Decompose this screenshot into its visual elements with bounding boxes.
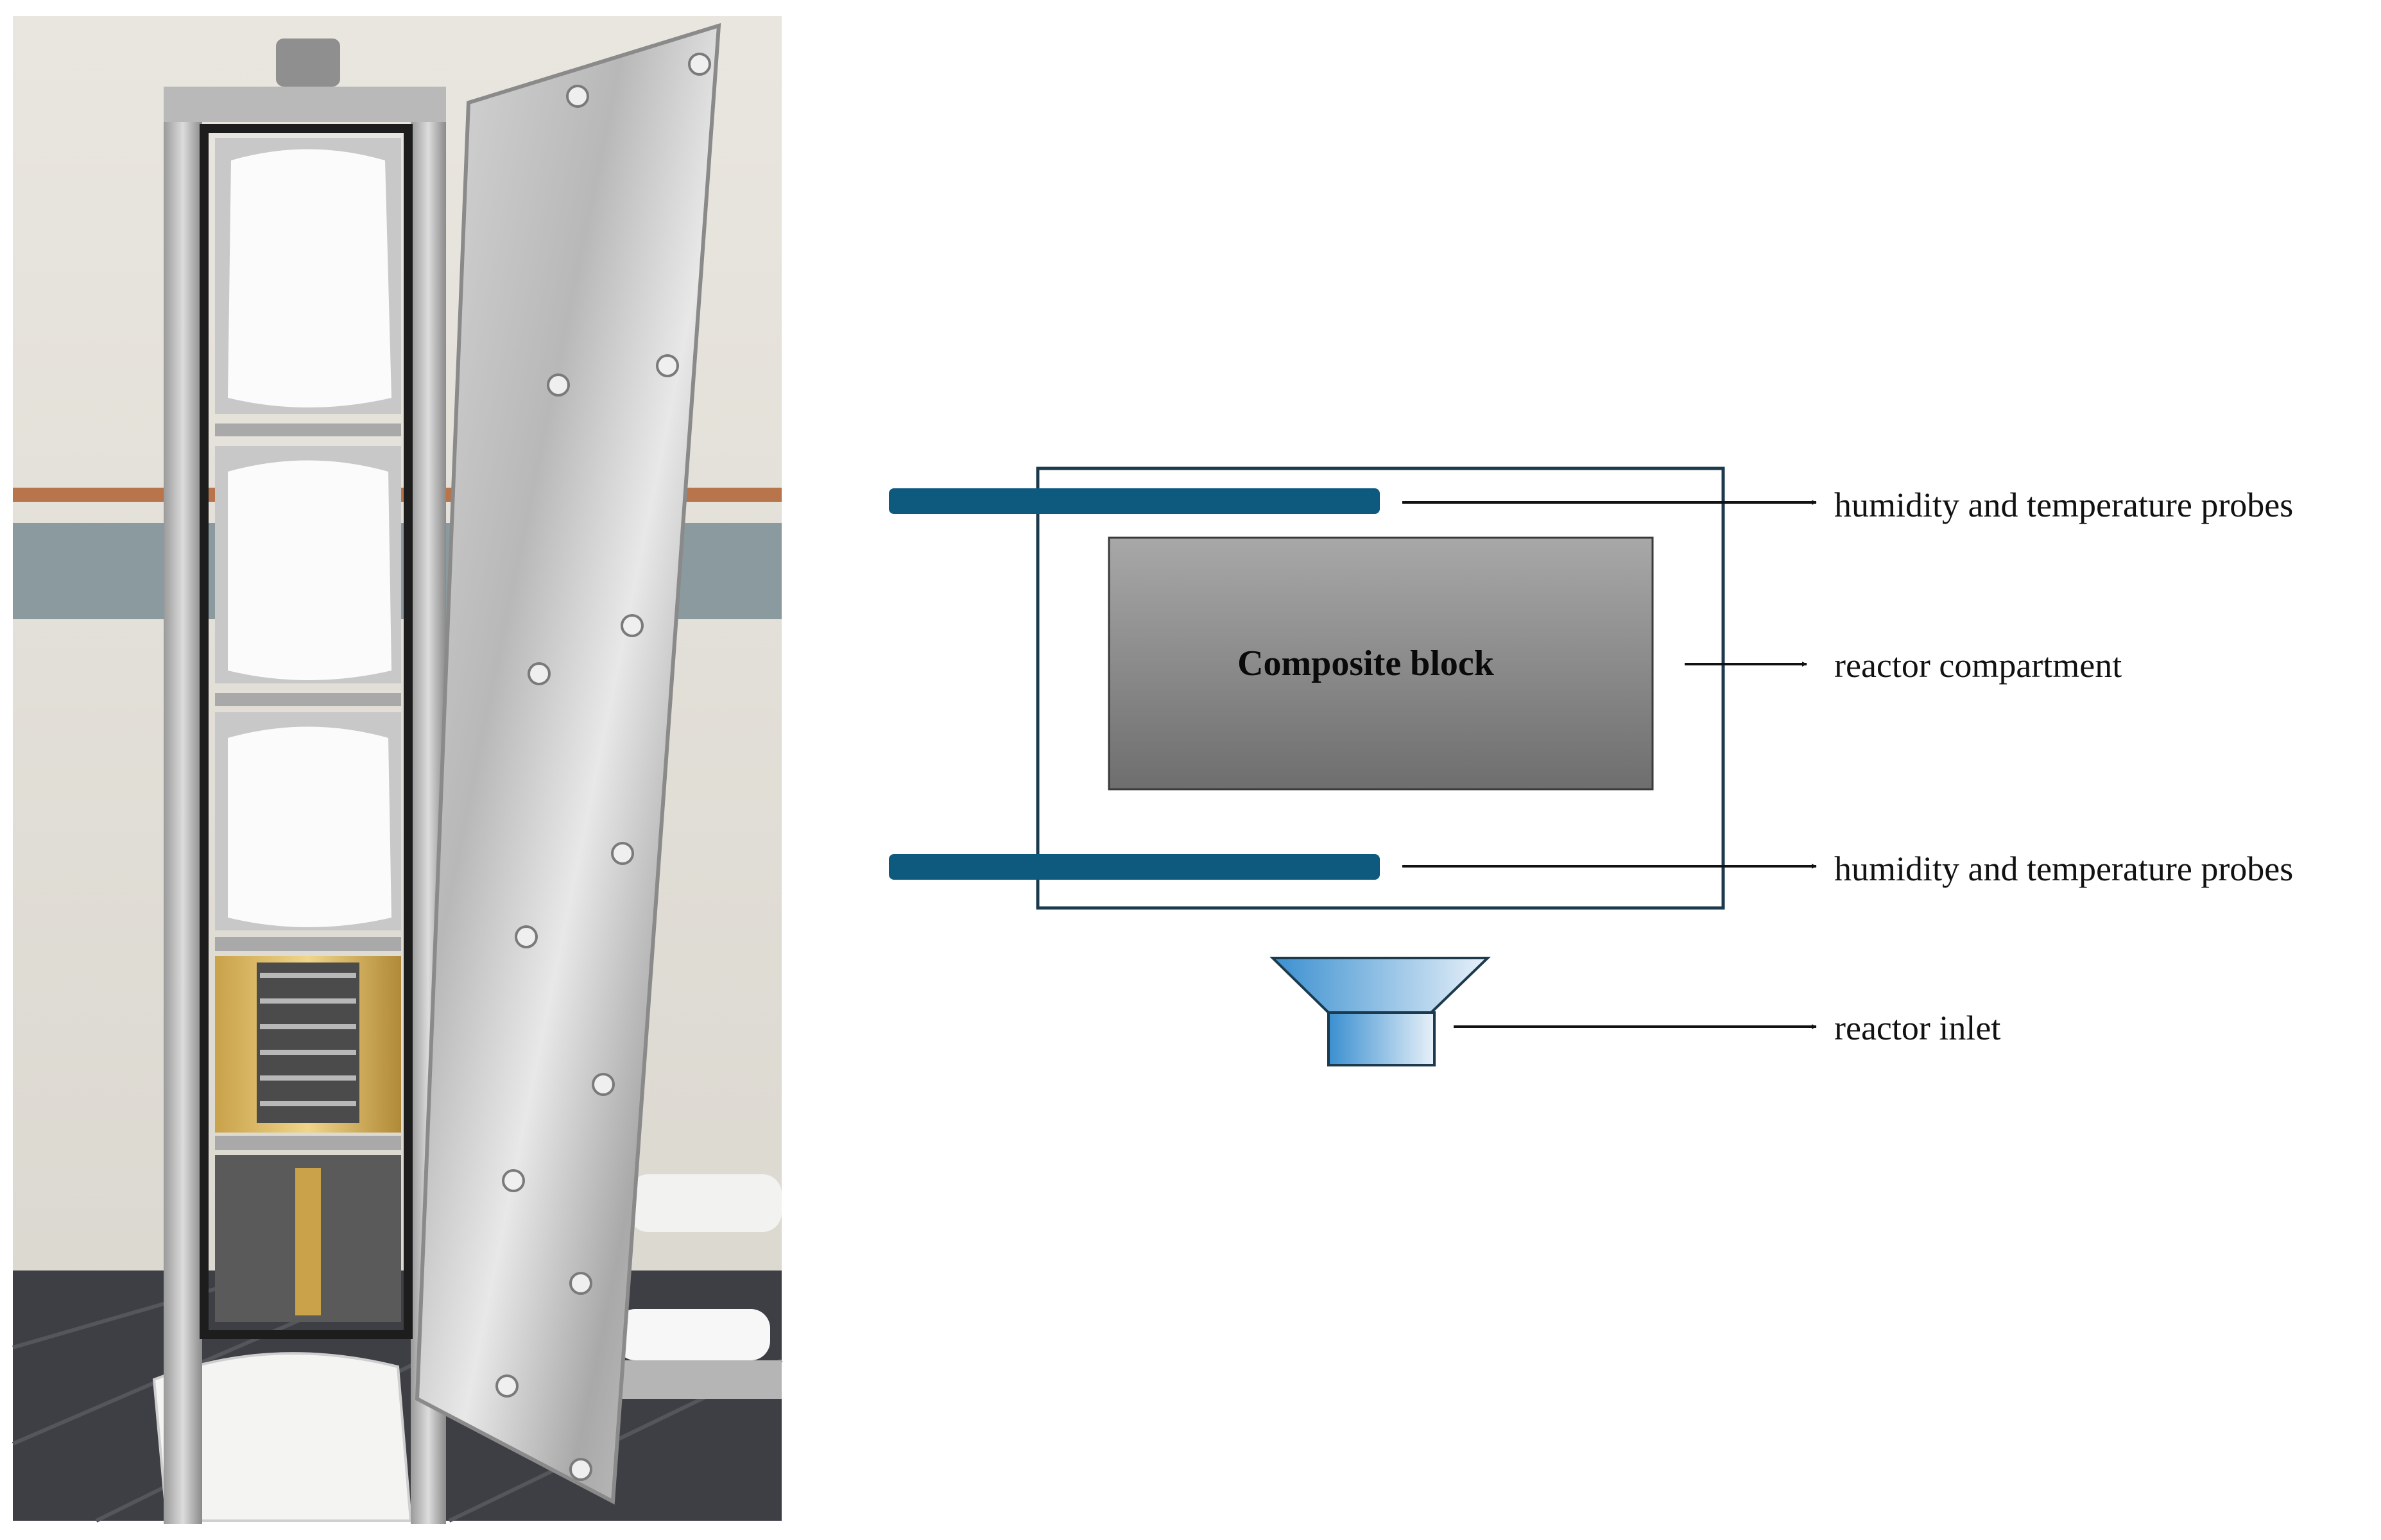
- composite-block: [1108, 536, 1654, 791]
- door-fasteners: [495, 53, 711, 1481]
- reactor-photo: [12, 16, 783, 1524]
- door-gasket: [200, 124, 413, 1339]
- reactor-inlet-funnel: [1269, 957, 1491, 1014]
- column-frame-left: [164, 87, 202, 1524]
- label-reactor-compartment: reactor compartment: [1834, 646, 2122, 685]
- label-probes-top: humidity and temperature probes: [1834, 486, 2293, 524]
- column-frame-top: [164, 87, 446, 122]
- reactor-diagram: Composite block humidity and temperature…: [889, 466, 2293, 1066]
- reactor-compartment-box: [1036, 466, 1725, 910]
- open-door-panel: [415, 22, 721, 1505]
- reactor-inlet-neck: [1327, 1011, 1436, 1066]
- composite-block-label: Composite block: [1237, 644, 1495, 683]
- label-probes-bottom: humidity and temperature probes: [1834, 850, 2293, 888]
- white-fitting: [629, 1174, 782, 1232]
- label-reactor-inlet: reactor inlet: [1834, 1009, 2000, 1047]
- top-probe-bar: [889, 488, 1380, 514]
- bottom-probe-bar: [889, 854, 1380, 880]
- top-bolt: [276, 38, 340, 87]
- compartments: [215, 138, 401, 1322]
- wool-scrap: [616, 1309, 770, 1360]
